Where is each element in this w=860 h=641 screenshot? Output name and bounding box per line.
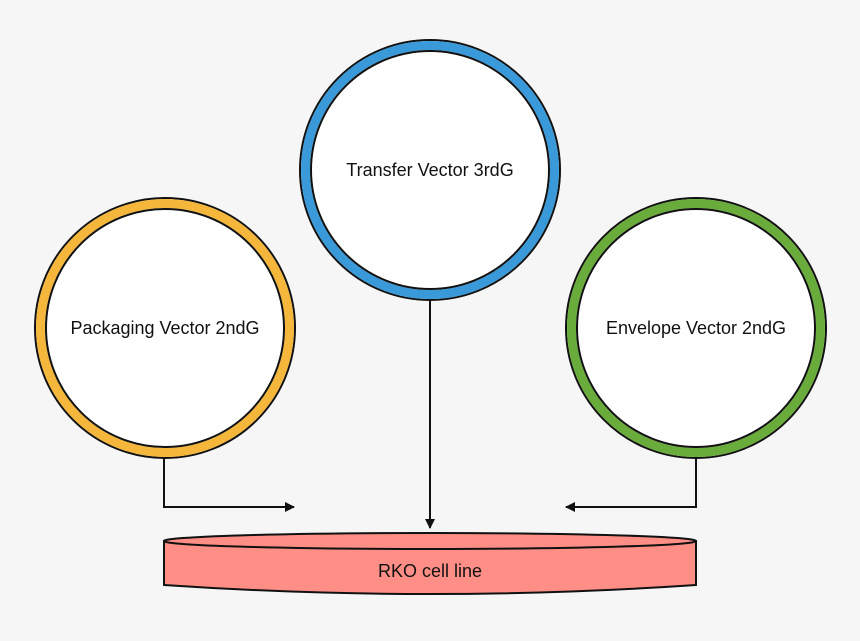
packaging-vector-label: Packaging Vector 2ndG (70, 318, 259, 338)
transfer-vector-inner-border (310, 50, 550, 290)
transfer-vector-node: Transfer Vector 3rdG (299, 39, 561, 301)
packaging-vector-ring-color (36, 199, 294, 457)
cell-line-dish: RKO cell line (163, 532, 697, 595)
cell-line-label: RKO cell line (378, 561, 482, 581)
transfer-vector-label: Transfer Vector 3rdG (346, 160, 513, 180)
envelope-vector-inner-border (576, 208, 816, 448)
arrow-packaging-to-cell-line (163, 454, 295, 512)
arrow-envelope-to-cell-line (565, 454, 697, 512)
cell-line-dish-body (163, 540, 697, 595)
envelope-vector-node: Envelope Vector 2ndG (565, 197, 827, 459)
envelope-vector-label: Envelope Vector 2ndG (606, 318, 786, 338)
packaging-vector-inner-border (45, 208, 285, 448)
envelope-vector-ring-color (567, 199, 825, 457)
packaging-vector-node: Packaging Vector 2ndG (34, 197, 296, 459)
transfer-vector-ring-color (301, 41, 559, 299)
cell-line-dish-top (163, 532, 697, 550)
